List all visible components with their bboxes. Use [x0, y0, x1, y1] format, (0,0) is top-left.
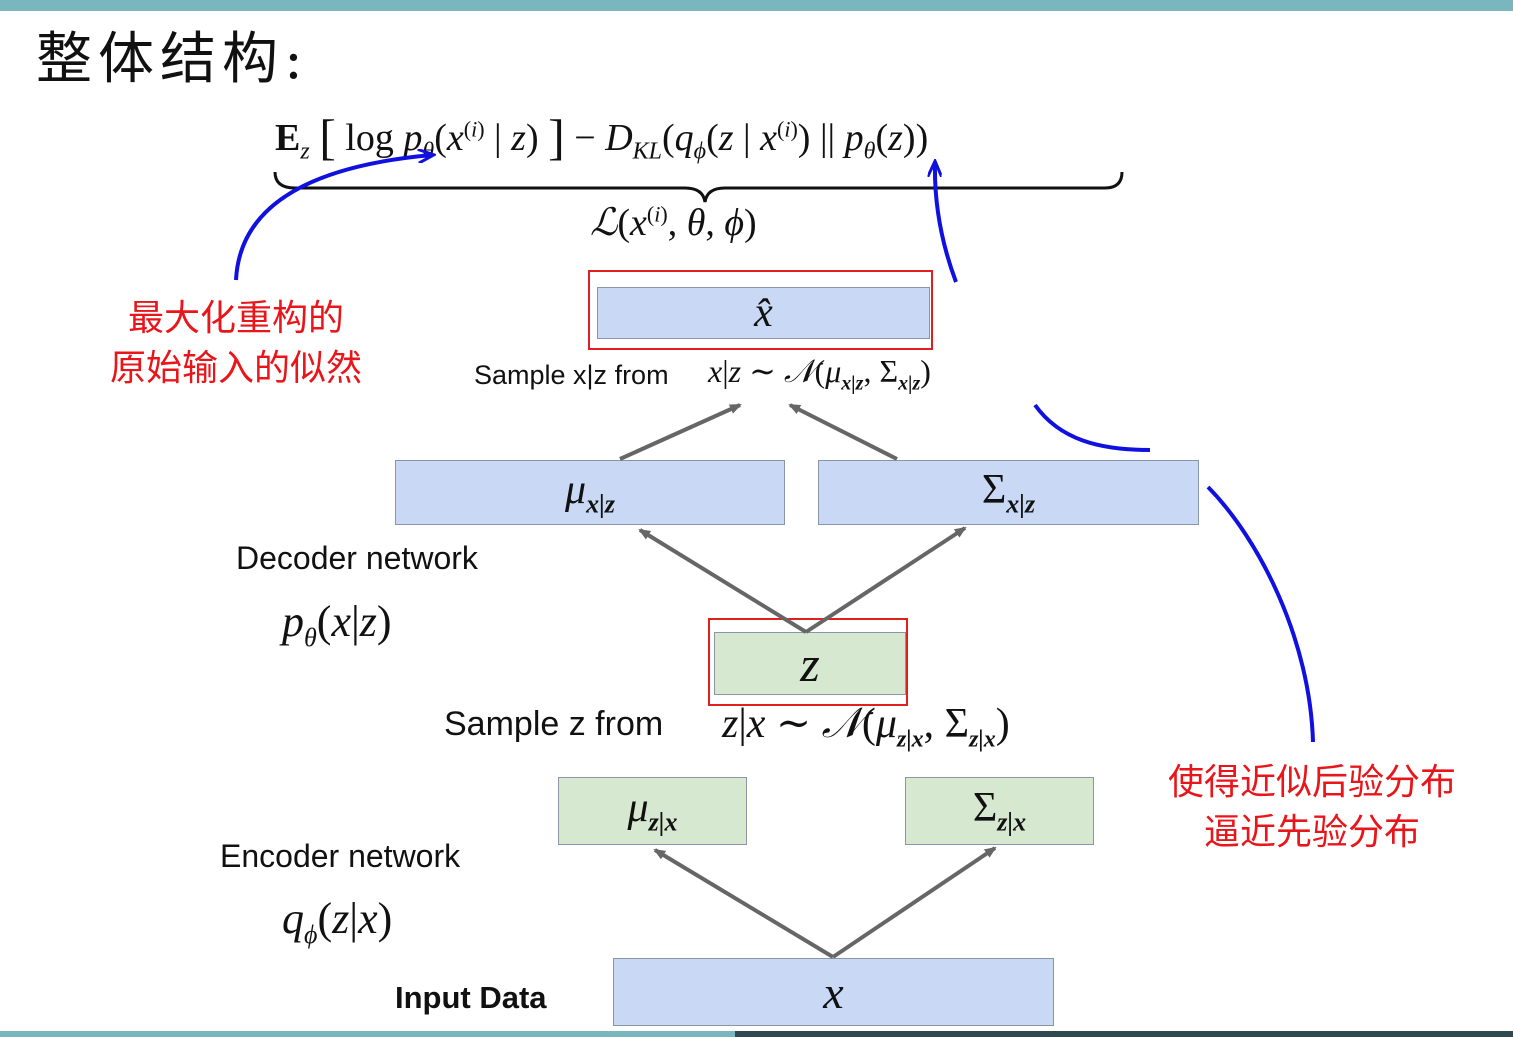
x-hat-highlight	[588, 270, 933, 350]
reconstruction-arrow	[234, 155, 432, 281]
elbo-underbrace	[273, 171, 1124, 203]
arrow-z-to-sigma-x	[804, 526, 967, 634]
sample-x-formula: x|z ∼ 𝒩(μx|z, Σx|z)	[708, 353, 931, 395]
sigma-x-given-z-node: Σx|z	[818, 460, 1199, 525]
arrow-x-to-sigma-z	[831, 846, 997, 959]
kl-term: DKL(qϕ(z | x(i)) || pθ(z))	[605, 116, 929, 165]
input-label: Input Data	[395, 980, 547, 1015]
mu-z-given-x-node: μz|x	[558, 777, 747, 845]
sample-z-label: Sample z from	[444, 705, 664, 743]
top-accent-bar	[0, 0, 1513, 11]
kl-connector-upper	[1033, 403, 1151, 452]
decoder-label: Decoder network	[236, 540, 478, 576]
arrow-mu-x-to-sample	[619, 403, 742, 461]
encoder-formula: qϕ(z|x)	[282, 894, 393, 949]
sample-z-formula: z|x ∼ 𝒩(μz|x, Σz|x)	[722, 701, 1010, 753]
sigma-z-given-x-node: Σz|x	[905, 777, 1094, 845]
encoder-label: Encoder network	[220, 838, 461, 874]
decoder-formula: pθ(x|z)	[282, 597, 392, 652]
x-input-node: x	[613, 958, 1054, 1026]
elbo-brace-label: ℒ(x(i), θ, ϕ)	[590, 201, 757, 244]
arrow-z-to-mu-x	[638, 528, 808, 634]
reconstruction-note: 最大化重构的 原始输入的似然	[109, 298, 362, 389]
arrow-sigma-x-to-sample	[788, 403, 898, 461]
bottom-accent-bar-dark	[735, 1031, 1513, 1037]
sample-x-label: Sample x|z from	[474, 360, 669, 390]
z-highlight	[708, 618, 908, 706]
x-hat-node: x̂	[597, 287, 930, 339]
slide-title: 整体结构:	[36, 27, 309, 92]
kl-connector-lower	[1206, 485, 1315, 743]
arrow-x-to-mu-z	[653, 848, 835, 959]
z-node: z	[714, 632, 906, 695]
mu-x-given-z-node: μx|z	[395, 460, 785, 525]
kl-arrow	[935, 163, 958, 283]
kl-note: 使得近似后验分布 逼近先验分布	[1167, 762, 1456, 853]
